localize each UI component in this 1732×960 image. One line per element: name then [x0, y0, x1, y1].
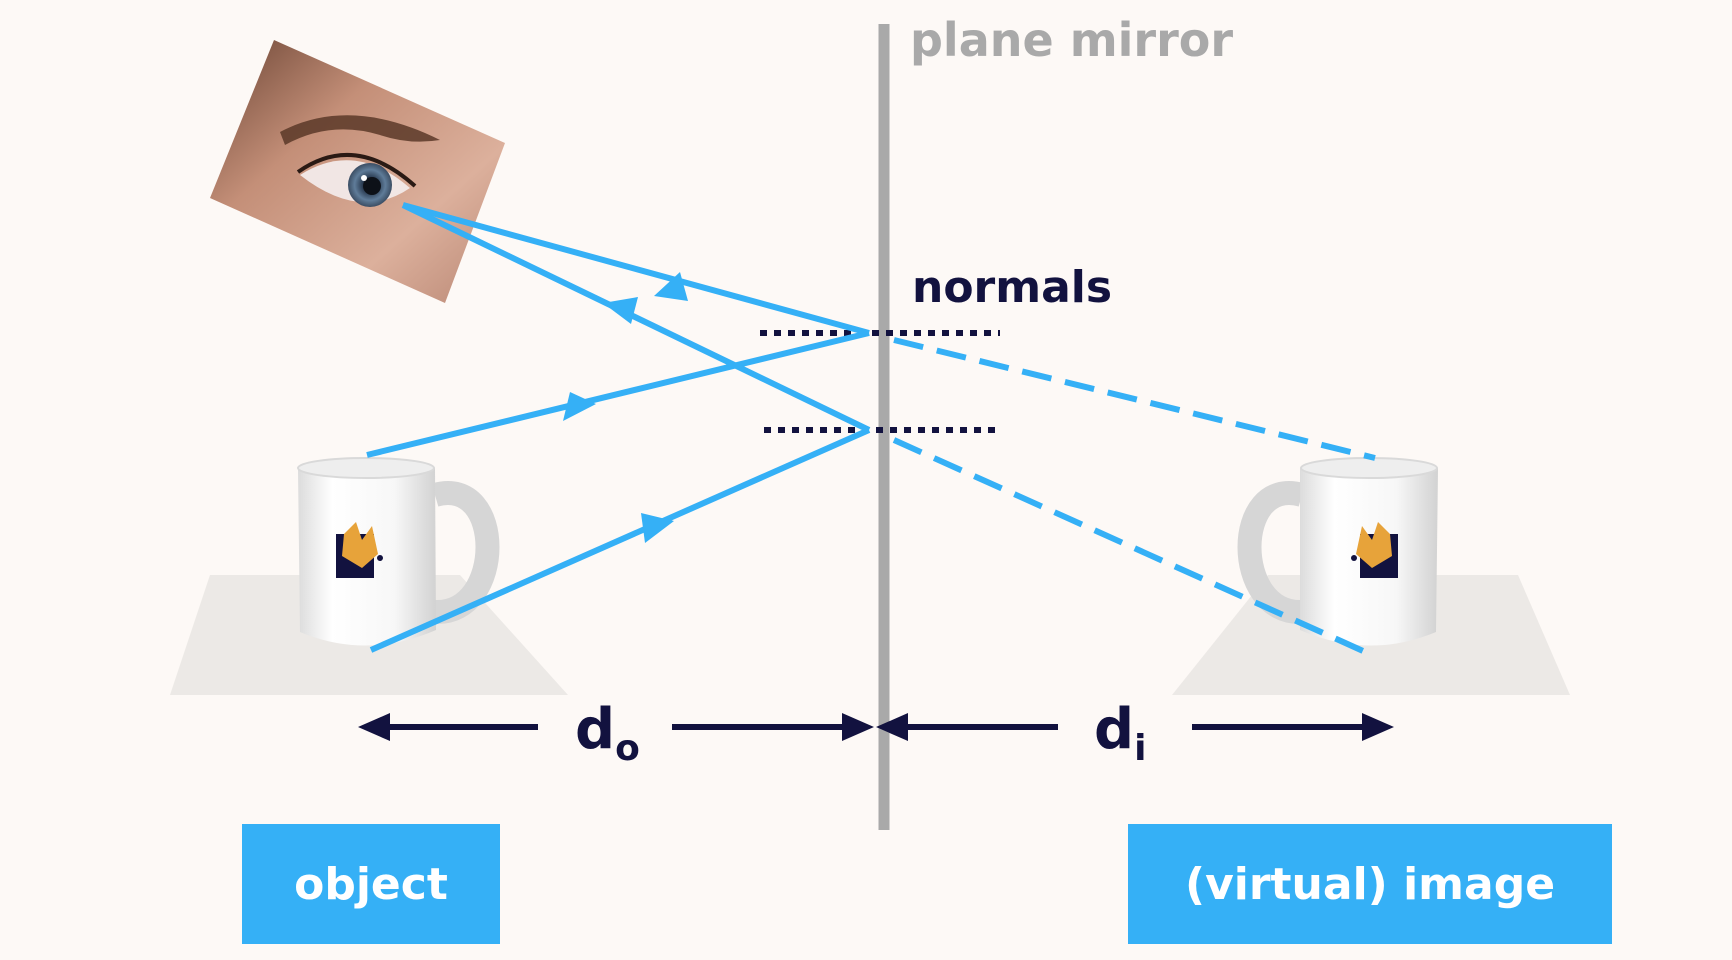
- ray-arrowhead: [603, 297, 638, 324]
- image-distance-arrowhead-right: [1362, 713, 1394, 741]
- incident-ray-lower: [369, 427, 871, 653]
- object-distance-arrowhead-left: [358, 713, 390, 741]
- plane-mirror-label: plane mirror: [910, 13, 1233, 67]
- object-distance-subscript: o: [615, 728, 640, 769]
- object-distance-label: do: [575, 697, 640, 769]
- normals-label: normals: [912, 262, 1112, 313]
- ray-arrowhead: [563, 392, 596, 421]
- ray-arrowhead: [654, 272, 688, 301]
- image-distance-subscript: i: [1134, 728, 1146, 769]
- ray-arrowhead: [641, 513, 674, 543]
- image-distance-label: di: [1094, 697, 1146, 769]
- fox-logo-reflected-icon: [1351, 522, 1398, 578]
- mug-reflected-icon: [1237, 457, 1438, 646]
- reflected-ray-upper: [402, 202, 870, 336]
- image-distance-symbol: d: [1094, 697, 1134, 762]
- object-distance-symbol: d: [575, 697, 615, 762]
- eye-photo: [210, 40, 505, 303]
- image-distance-arrowhead-left: [876, 713, 908, 741]
- reflected-ray-lower: [401, 202, 871, 433]
- object-label: object: [294, 858, 448, 910]
- incident-ray-upper: [366, 330, 870, 458]
- fox-logo-icon: [336, 522, 383, 578]
- virtual-ray-upper: [893, 337, 1376, 461]
- object-distance-arrowhead-right: [842, 713, 874, 741]
- mug-icon: [297, 457, 500, 646]
- image-label: (virtual) image: [1184, 858, 1556, 910]
- object-label-box: object: [242, 824, 500, 944]
- image-label-box: (virtual) image: [1128, 824, 1612, 944]
